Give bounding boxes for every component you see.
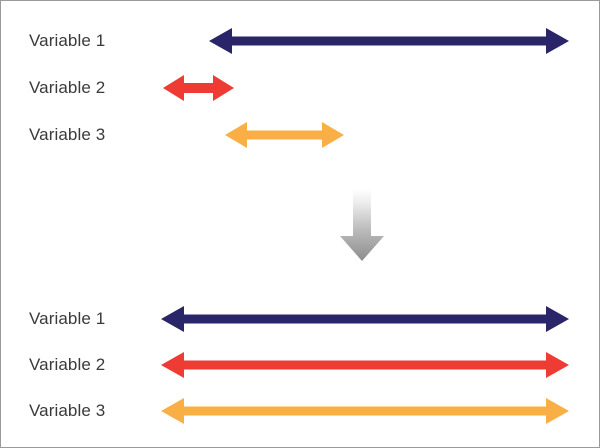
- after-arrow-variable-3: [161, 398, 569, 424]
- after-panel: Variable 1 Variable 2 Variable 3: [1, 289, 599, 447]
- transition-panel: [1, 176, 599, 286]
- before-arrow-variable-2: [163, 75, 234, 101]
- before-row-1-label: Variable 1: [29, 31, 106, 50]
- after-row-2-label: Variable 2: [29, 355, 106, 374]
- after-arrows-group: [161, 306, 569, 424]
- before-row-2-label: Variable 2: [29, 78, 106, 97]
- before-arrow-variable-1: [209, 28, 569, 54]
- before-arrow-variable-3: [225, 122, 344, 148]
- after-arrow-variable-2: [161, 352, 569, 378]
- after-arrow-variable-1: [161, 306, 569, 332]
- after-row-3-label: Variable 3: [29, 401, 106, 420]
- before-arrows-group: [163, 28, 569, 148]
- after-row-1-label: Variable 1: [29, 309, 106, 328]
- before-row-3-label: Variable 3: [29, 125, 106, 144]
- down-arrow-gradient-icon: [340, 189, 384, 261]
- before-panel: Variable 1 Variable 2 Variable 3: [1, 1, 599, 176]
